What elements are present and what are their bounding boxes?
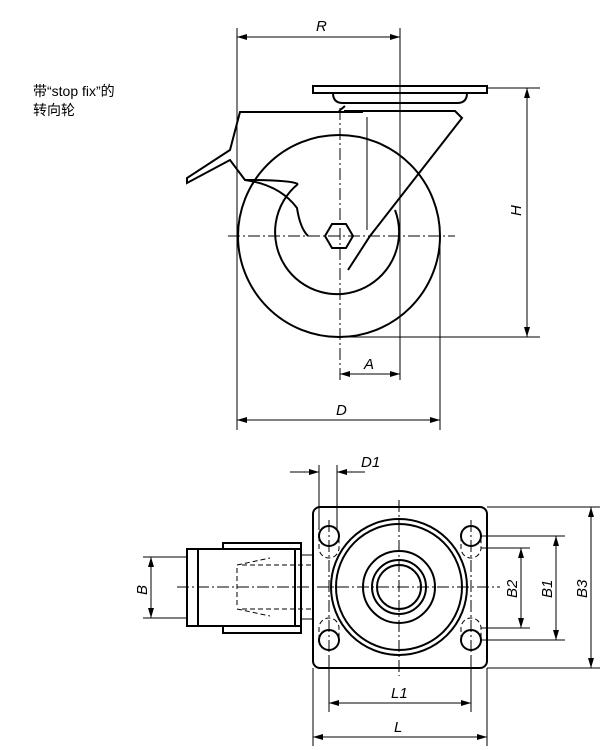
top-view: D1 B B2 B1 B3 L1 L (134, 454, 600, 746)
caption-line-1: 带“stop fix”的 (33, 83, 115, 99)
dim-L1: L1 (391, 685, 408, 702)
wheel-hub (274, 183, 401, 296)
caption: 带“stop fix”的 转向轮 (33, 82, 115, 120)
dim-B3: B3 (574, 579, 591, 598)
dim-R: R (316, 18, 327, 35)
dim-B: B (134, 585, 151, 595)
fork-left (244, 179, 309, 237)
dim-B2: B2 (504, 579, 521, 598)
caption-line-2: 转向轮 (33, 102, 75, 118)
dim-D: D (336, 402, 347, 419)
dim-A: A (363, 356, 374, 373)
dim-B1: B1 (539, 580, 556, 598)
dim-D1: D1 (361, 454, 380, 471)
side-view: R H A D (186, 18, 540, 430)
dim-H: H (508, 205, 525, 216)
dim-L: L (394, 719, 402, 736)
brake-lever (186, 111, 363, 185)
